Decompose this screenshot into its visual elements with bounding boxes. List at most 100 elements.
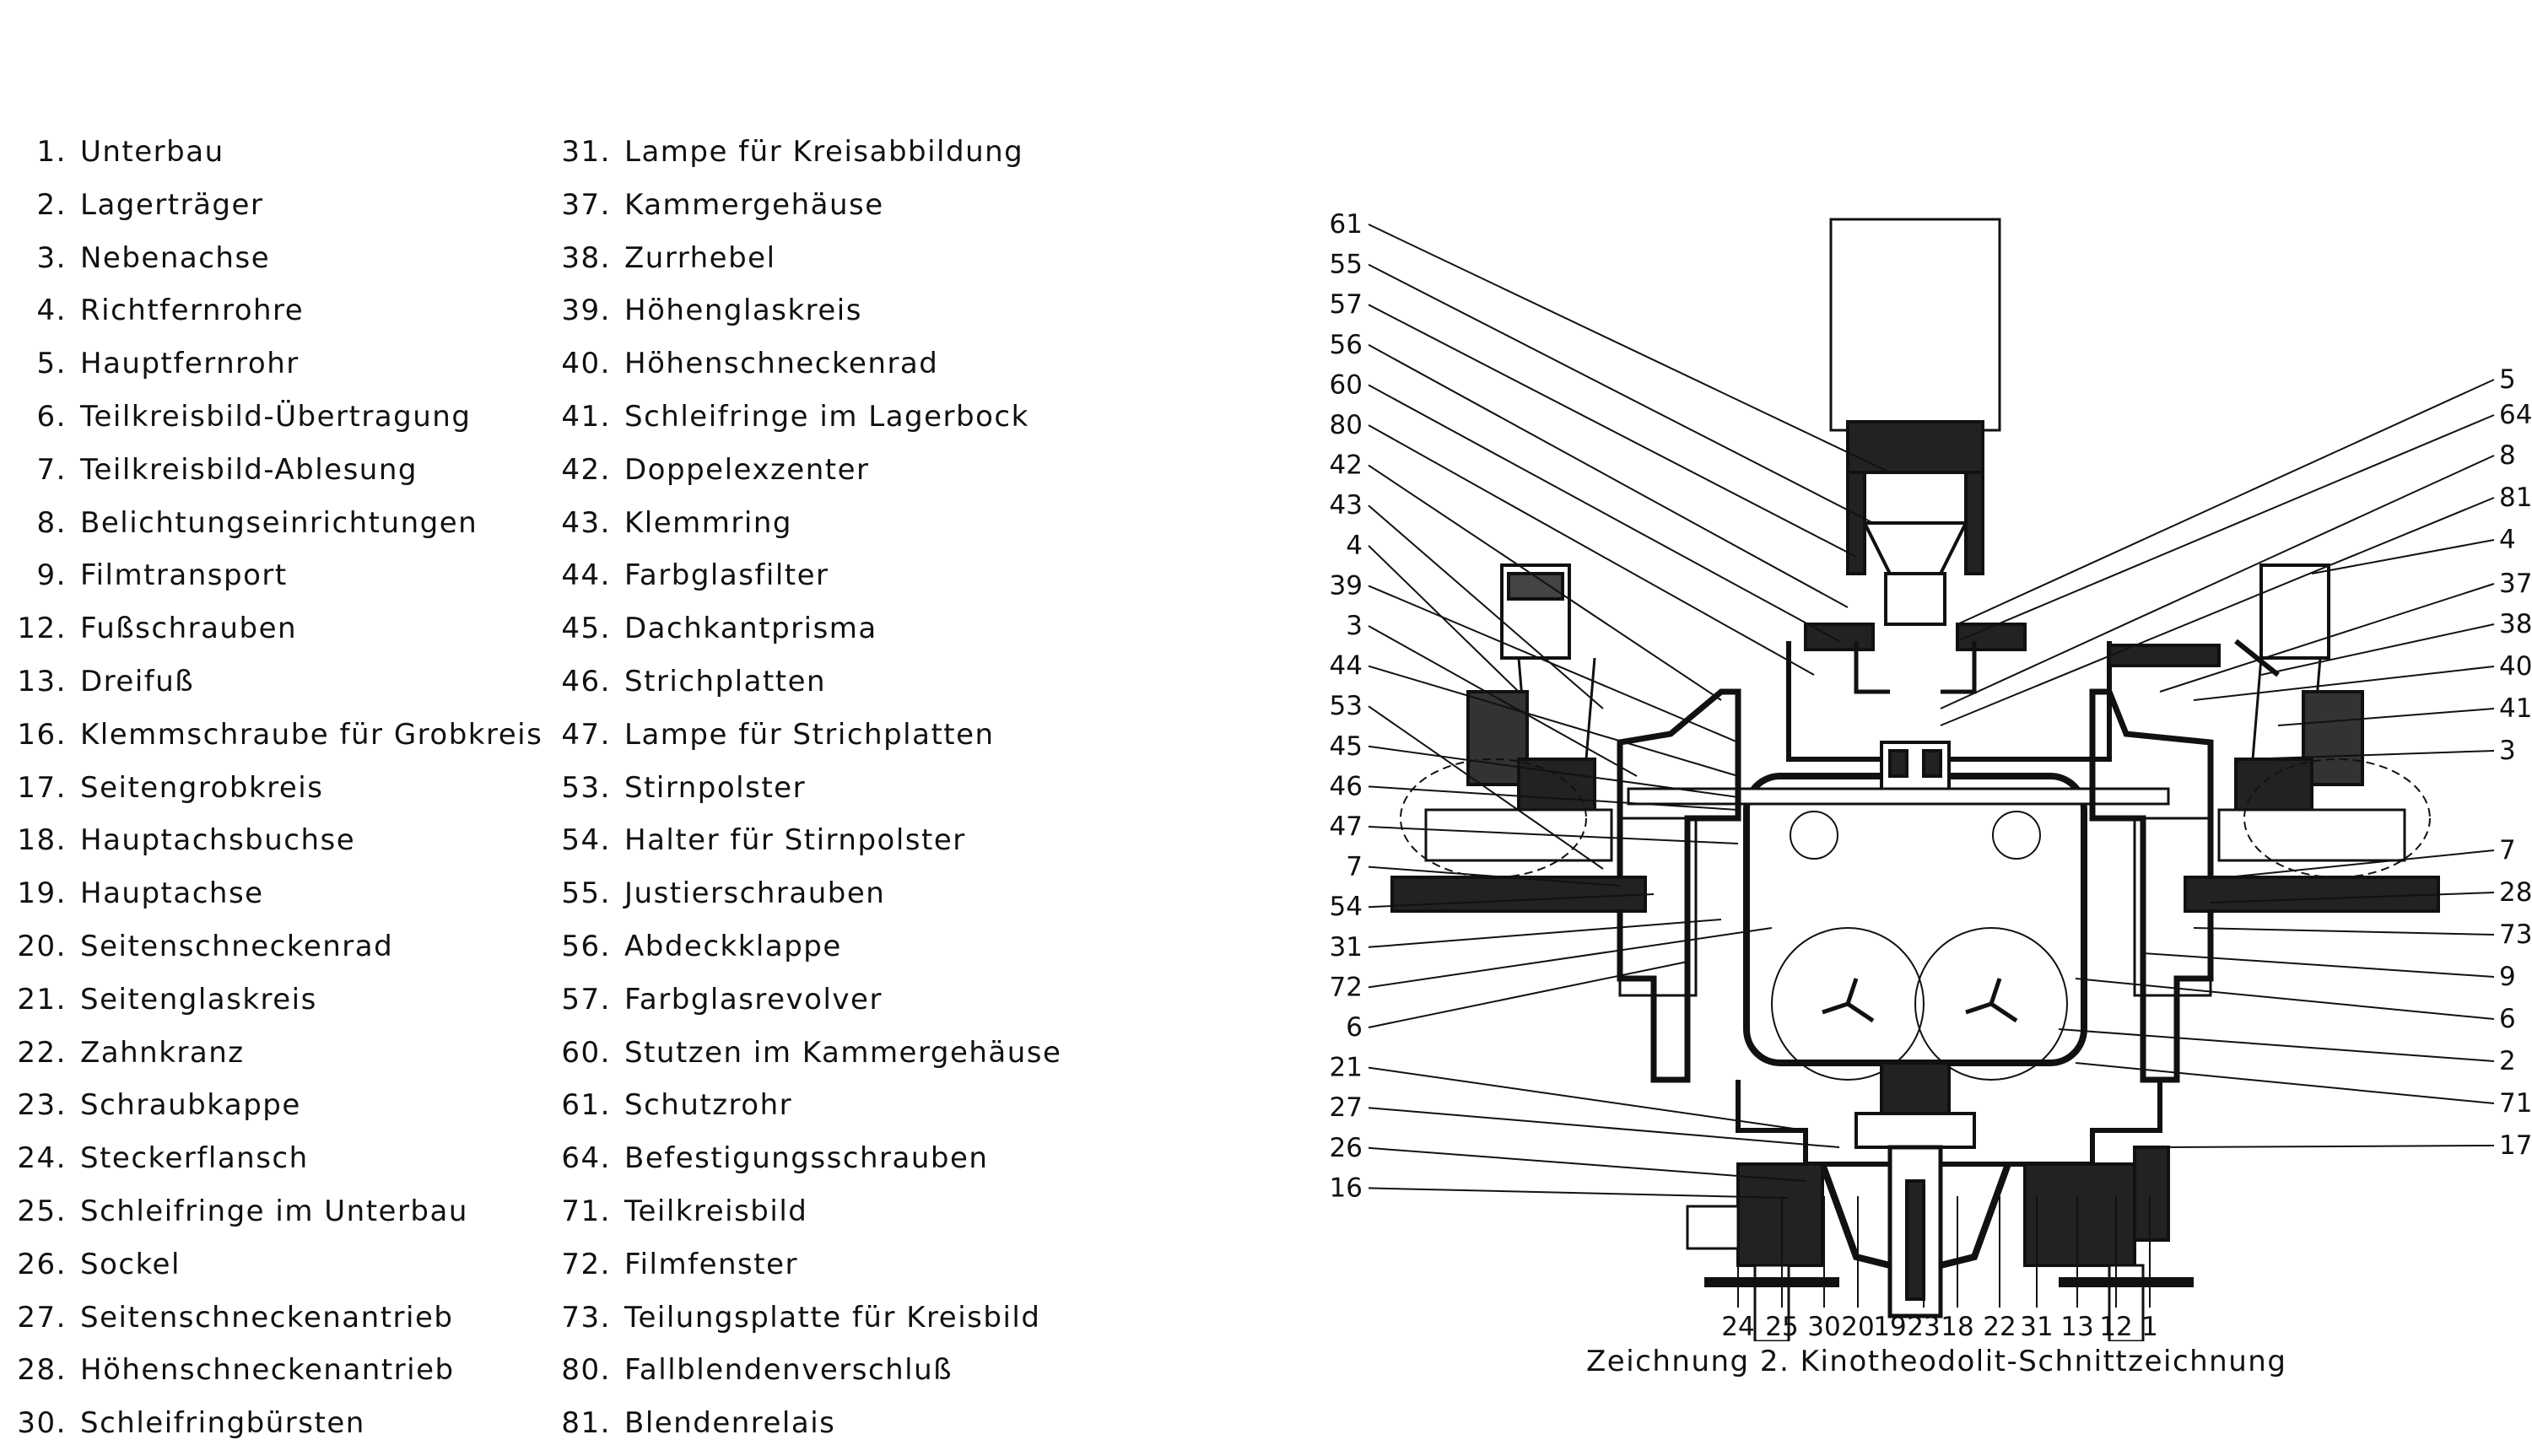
legend-label: Halter für Stirnpolster — [624, 823, 966, 858]
legend-number: 13. — [17, 665, 67, 698]
legend-label: Zahnkranz — [80, 1035, 245, 1070]
callout-label-left: 61 — [1330, 209, 1363, 240]
legend-label: Filmfenster — [624, 1247, 798, 1281]
callout-label-bottom: 23 — [1907, 1312, 1940, 1341]
callout-leader-left — [1368, 1066, 1806, 1131]
callout-label-right: 41 — [2499, 693, 2531, 724]
legend-number: 72. — [561, 1247, 611, 1281]
callout-label-left: 21 — [1330, 1053, 1363, 1083]
legend-label: Sockel — [80, 1247, 181, 1281]
callout-label-left: 3 — [1346, 611, 1363, 641]
legend-label: Teilkreisbild — [624, 1194, 808, 1228]
callout-leader-left — [1368, 1107, 1840, 1148]
legend-label: Fallblendenverschluß — [624, 1353, 953, 1388]
legend-label: Fußschrauben — [80, 612, 298, 646]
legend-number: 12. — [17, 612, 67, 646]
legend-number: 57. — [561, 982, 611, 1017]
legend-number: 60. — [561, 1035, 611, 1070]
legend-number: 17. — [17, 770, 67, 805]
callout-leader-left — [1368, 1187, 1790, 1199]
callout-label-bottom: 25 — [1765, 1312, 1798, 1341]
legend-label: Höhenschneckenrad — [624, 347, 939, 381]
legend-number: 55. — [561, 876, 611, 911]
callout-label-left: 47 — [1330, 812, 1363, 842]
legend-number: 19. — [17, 876, 67, 911]
legend-label: Stirnpolster — [624, 770, 807, 805]
callout-label-left: 31 — [1330, 932, 1363, 963]
legend-label: Lagerträger — [80, 187, 264, 222]
legend-label: Teilkreisbild-Ablesung — [80, 452, 418, 487]
legend-number: 71. — [561, 1194, 611, 1228]
legend-label: Stutzen im Kammergehäuse — [624, 1035, 1062, 1070]
callout-label-left: 53 — [1330, 691, 1363, 721]
callout-label-left: 54 — [1330, 892, 1363, 922]
legend-number: 25. — [17, 1194, 67, 1228]
callout-label-left: 57 — [1330, 289, 1363, 320]
callout-label-bottom: 30 — [1807, 1312, 1840, 1341]
legend-number: 45. — [561, 612, 611, 646]
legend-label: Teilungsplatte für Kreisbild — [624, 1300, 1041, 1335]
legend-label: Teilkreisbild-Übertragung — [80, 400, 472, 434]
legend-number: 81. — [561, 1406, 611, 1441]
callout-label-left: 4 — [1346, 531, 1363, 561]
callout-leader-left — [1368, 919, 1722, 948]
legend-number: 21. — [17, 982, 67, 1017]
legend-number: 53. — [561, 770, 611, 805]
legend-number: 73. — [561, 1300, 611, 1335]
legend-number: 1. — [36, 135, 67, 169]
callout-label-left: 60 — [1330, 369, 1363, 400]
callout-label-bottom: 19 — [1873, 1312, 1906, 1341]
legend-number: 2. — [36, 187, 67, 222]
legend-number: 80. — [561, 1353, 611, 1388]
callout-label-right: 37 — [2499, 569, 2531, 599]
legend-label: Seitenschneckenrad — [80, 930, 394, 963]
legend-number: 37. — [561, 187, 611, 222]
legend-number: 64. — [561, 1141, 611, 1176]
legend-number: 41. — [561, 400, 611, 434]
legend-label: Seitengrobkreis — [80, 770, 324, 805]
callout-label-bottom: 22 — [1983, 1312, 2016, 1341]
callout-leader-left — [1368, 961, 1688, 1028]
legend-label: Zurrhebel — [624, 240, 776, 275]
legend-number: 27. — [17, 1300, 67, 1335]
callout-label-right: 8 — [2499, 440, 2516, 471]
legend-number: 20. — [17, 930, 67, 963]
legend-label: Farbglasfilter — [624, 558, 829, 593]
callout-label-right: 4 — [2499, 525, 2516, 555]
callout-label-left: 72 — [1330, 972, 1363, 1002]
callout-leader-left — [1368, 1146, 1806, 1182]
legend-label: Befestigungsschrauben — [624, 1141, 989, 1176]
callout-label-bottom: 1 — [2141, 1312, 2158, 1341]
callout-label-right: 5 — [2499, 364, 2516, 395]
callout-leader-left — [1368, 224, 1891, 473]
callout-leader-left — [1368, 384, 1840, 642]
legend-number: 7. — [36, 452, 67, 487]
callout-leader-left — [1368, 263, 1874, 524]
callout-label-right: 81 — [2499, 483, 2531, 513]
legend-number: 4. — [36, 294, 67, 328]
legend-label: Justierschrauben — [624, 876, 886, 911]
legend-number: 22. — [17, 1035, 67, 1070]
legend-number: 54. — [561, 823, 611, 858]
legend-label: Dreifuß — [80, 665, 195, 698]
callout-label-left: 56 — [1330, 330, 1363, 360]
callout-label-right: 3 — [2499, 736, 2516, 766]
legend-label: Filmtransport — [80, 558, 288, 593]
legend-label: Höhenglaskreis — [624, 294, 862, 328]
callout-leader-right — [1940, 497, 2495, 726]
legend-label: Doppelexzenter — [624, 452, 870, 487]
callout-leader-left — [1368, 585, 1739, 743]
callout-label-right: 64 — [2499, 400, 2531, 430]
legend-label: Klemmring — [624, 505, 792, 540]
legend-number: 3. — [36, 240, 67, 275]
callout-leader-left — [1368, 745, 1739, 798]
callout-leader-right — [2142, 952, 2495, 978]
legend-label: Klemmschraube für Grobkreis — [80, 717, 543, 752]
legend-number: 38. — [561, 240, 611, 275]
legend-number: 44. — [561, 558, 611, 593]
legend-label: Hauptachse — [80, 876, 264, 911]
callout-leader-left — [1368, 826, 1739, 844]
callout-leader-right — [2227, 849, 2495, 878]
callout-label-right: 40 — [2499, 651, 2531, 682]
callout-leader-right — [2311, 539, 2495, 574]
